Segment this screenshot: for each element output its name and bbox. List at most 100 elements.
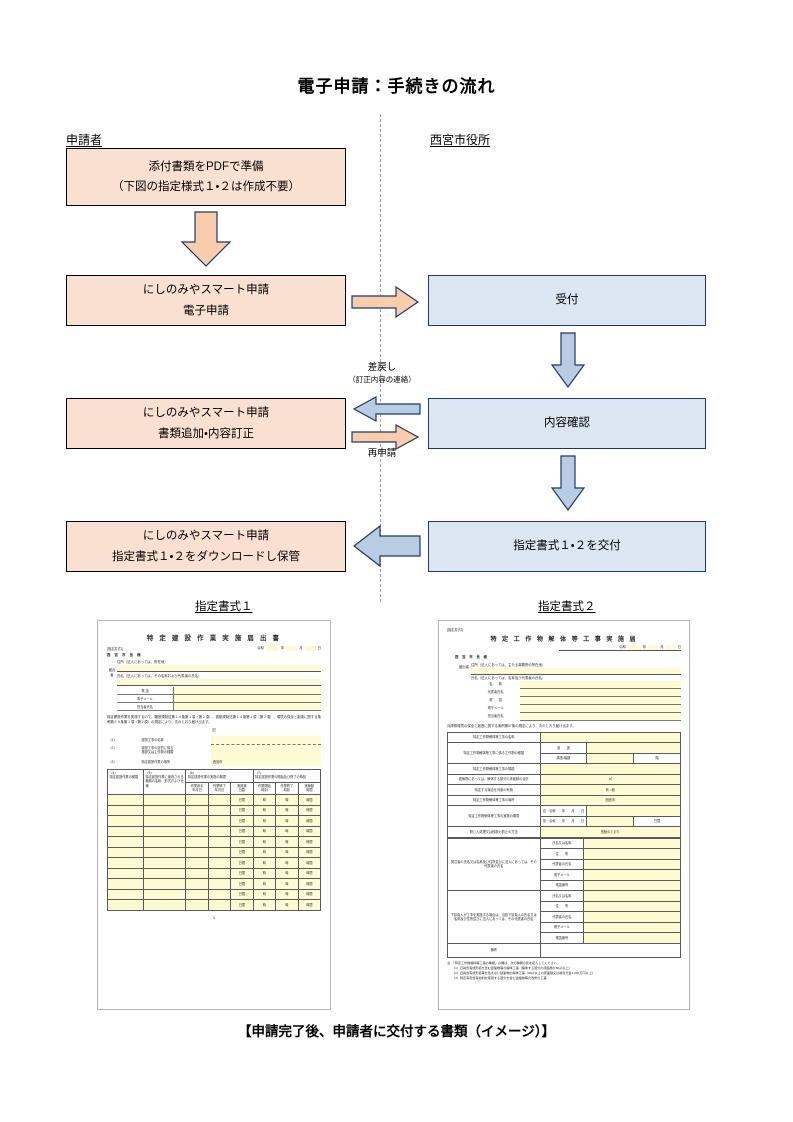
form1-row-type[interactable] (107, 857, 144, 869)
form1-row-start-time[interactable]: 時 (252, 804, 277, 817)
form1-row-machine[interactable] (142, 804, 187, 817)
form1-row-type[interactable] (107, 878, 144, 890)
form2-contact-field[interactable] (520, 712, 681, 721)
form1-row-hours[interactable]: 時間 (297, 804, 322, 817)
form1-row-end-time[interactable]: 時 (275, 888, 299, 901)
form1-row-end-date[interactable] (207, 846, 232, 859)
form2-main-field[interactable] (586, 815, 635, 828)
form1-row-days[interactable]: 日間 (230, 899, 254, 911)
form1-row-machine[interactable] (142, 867, 187, 880)
form1-row-type[interactable] (107, 888, 144, 901)
form1-row-start-date[interactable] (185, 815, 209, 827)
form1-row-end-time[interactable]: 時 (275, 867, 299, 880)
form2-address-field[interactable] (471, 668, 681, 675)
form1-row-machine[interactable] (142, 836, 187, 848)
form1-row-hours[interactable]: 時間 (297, 857, 322, 869)
form1-row-type[interactable] (107, 899, 144, 911)
form1-row-type[interactable] (107, 846, 144, 859)
form1-row-machine[interactable] (142, 878, 187, 890)
form1-row-end-date[interactable] (207, 899, 232, 911)
form1-row-start-time[interactable]: 時 (252, 836, 277, 848)
form1-row-type[interactable] (107, 836, 144, 848)
form1-row-end-time[interactable]: 時 (275, 804, 299, 817)
form2-main-field[interactable] (586, 742, 681, 754)
form1-row-end-date[interactable] (207, 794, 232, 806)
form1-row-days[interactable]: 日間 (230, 815, 254, 827)
form1-row-start-date[interactable] (185, 825, 209, 838)
form2-main-field[interactable] (539, 731, 682, 744)
form1-row-end-time[interactable]: 時 (275, 815, 299, 827)
form1-row-start-time[interactable]: 時 (252, 899, 277, 911)
form2-block2-row0-field[interactable] (583, 890, 681, 902)
form1-row-start-date[interactable] (185, 878, 209, 890)
form2-block2-row4-field[interactable] (583, 932, 681, 944)
form2-remarks-field[interactable] (539, 942, 682, 958)
form1-item1-field[interactable] (211, 736, 321, 746)
form1-item3-field[interactable]: 西宮市 (211, 758, 321, 767)
form1-address-field[interactable] (117, 665, 321, 673)
form1-row-start-time[interactable]: 時 (252, 888, 277, 901)
form1-row-type[interactable] (107, 804, 144, 817)
form1-row-hours[interactable]: 時間 (297, 846, 322, 859)
form1-row-days[interactable]: 日間 (230, 836, 254, 848)
form2-block1-row2-field[interactable] (583, 858, 681, 871)
form1-row-hours[interactable]: 時間 (297, 888, 322, 901)
form1-row-start-time[interactable]: 時 (252, 857, 277, 869)
form2-contact-field[interactable] (520, 704, 681, 713)
form2-contact-field[interactable] (520, 688, 681, 697)
form1-row-start-date[interactable] (185, 804, 209, 817)
form2-contact-field[interactable] (520, 696, 681, 705)
form1-row-end-time[interactable]: 時 (275, 794, 299, 806)
form1-mail-field[interactable] (173, 694, 321, 704)
form1-row-machine[interactable] (142, 815, 187, 827)
form1-contact-field[interactable] (173, 702, 321, 712)
form1-row-start-date[interactable] (185, 888, 209, 901)
form1-row-end-date[interactable] (207, 867, 232, 880)
form2-main-field[interactable]: 西宮市 (539, 794, 682, 807)
form1-row-end-time[interactable]: 時 (275, 899, 299, 911)
form1-row-days[interactable]: 日間 (230, 888, 254, 901)
form1-row-start-time[interactable]: 時 (252, 846, 277, 859)
form1-row-start-date[interactable] (185, 899, 209, 911)
form1-row-end-date[interactable] (207, 878, 232, 890)
form1-row-start-time[interactable]: 時 (252, 815, 277, 827)
form1-row-start-date[interactable] (185, 794, 209, 806)
form1-row-days[interactable]: 日間 (230, 846, 254, 859)
form1-row-days[interactable]: 日間 (230, 794, 254, 806)
form1-row-end-time[interactable]: 時 (275, 846, 299, 859)
form1-row-end-time[interactable]: 時 (275, 836, 299, 848)
form1-row-machine[interactable] (142, 794, 187, 806)
form1-row-days[interactable]: 日間 (230, 867, 254, 880)
form2-main-field[interactable] (586, 805, 681, 817)
form1-row-machine[interactable] (142, 857, 187, 869)
form1-row-type[interactable] (107, 815, 144, 827)
form2-main-field[interactable] (539, 763, 682, 775)
form2-contact-field[interactable] (520, 680, 681, 689)
form1-row-start-date[interactable] (185, 836, 209, 848)
form2-block1-row0-field[interactable] (583, 837, 681, 850)
form1-row-start-date[interactable] (185, 846, 209, 859)
form1-row-hours[interactable]: 時間 (297, 867, 322, 880)
form1-row-machine[interactable] (142, 899, 187, 911)
form1-row-start-time[interactable]: 時 (252, 867, 277, 880)
form1-row-type[interactable] (107, 867, 144, 880)
form1-row-end-time[interactable]: 時 (275, 878, 299, 890)
form1-row-days[interactable]: 日間 (230, 825, 254, 838)
form1-tel-field[interactable] (173, 687, 321, 696)
form2-main-field[interactable]: 有 ・ 無 (539, 784, 682, 796)
form2-block1-row1-field[interactable] (583, 848, 681, 860)
form1-row-end-time[interactable]: 時 (275, 825, 299, 838)
form1-row-end-time[interactable]: 時 (275, 857, 299, 869)
form1-row-start-time[interactable]: 時 (252, 794, 277, 806)
form1-row-end-date[interactable] (207, 836, 232, 848)
form2-block2-row3-field[interactable] (583, 921, 681, 934)
form1-row-hours[interactable]: 時間 (297, 878, 322, 890)
form1-row-end-date[interactable] (207, 804, 232, 817)
form1-row-hours[interactable]: 時間 (297, 825, 322, 838)
form1-row-machine[interactable] (142, 888, 187, 901)
form1-row-type[interactable] (107, 794, 144, 806)
form1-row-days[interactable]: 日間 (230, 878, 254, 890)
form2-main-field[interactable]: ㎡ (539, 773, 682, 786)
form1-row-days[interactable]: 日間 (230, 804, 254, 817)
form1-row-type[interactable] (107, 825, 144, 838)
